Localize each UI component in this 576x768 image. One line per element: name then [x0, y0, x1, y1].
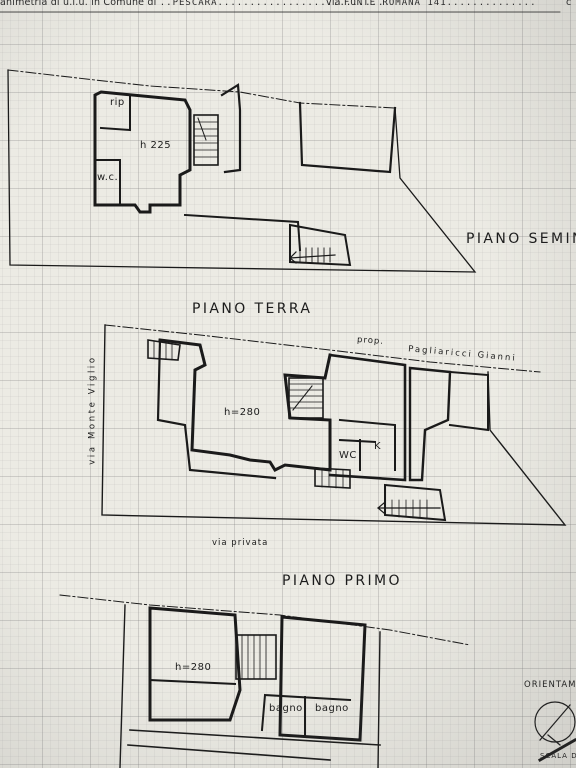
terra-kitchen-walls [338, 418, 396, 471]
semi-lot-outline [7, 69, 477, 273]
primo-lot-outline [119, 604, 381, 768]
semi-stair [193, 114, 219, 166]
label-via-monte-viglio: via Monte Viglio [87, 355, 98, 465]
semi-rip-wall [99, 126, 132, 132]
terra-lower-stair [314, 467, 351, 489]
label-orientamento: ORIENTAM [524, 680, 576, 690]
primo-stair-treads [241, 634, 267, 680]
primo-boundary-top [59, 594, 471, 646]
primo-bagno-walls [260, 693, 352, 736]
semi-corridor [220, 83, 242, 174]
label-via-privata: via privata [212, 538, 269, 548]
room-label-h280-primo: h=280 [175, 662, 212, 673]
header-right-letter: c [566, 0, 572, 8]
room-label-h280-terra: h=280 [224, 407, 261, 418]
semi-entrance [289, 223, 352, 267]
header-comune-dots-after: ........................... [217, 0, 391, 8]
label-scala: SCALA D [540, 752, 576, 760]
room-label-wc-terra: WC [339, 450, 357, 461]
terra-far-block-2 [448, 370, 489, 432]
header-via-value: FONTE ROMANA 141 [343, 0, 447, 8]
terra-lot-outline [101, 324, 567, 526]
terra-far-block [408, 366, 452, 482]
primo-stair [235, 634, 277, 680]
piano-seminterrato-plan [7, 69, 477, 273]
semi-stair-treads [193, 121, 219, 158]
primo-inner-wall [148, 678, 237, 686]
semi-entrance-arrow [289, 251, 336, 264]
terra-left-stair [147, 339, 181, 361]
header-via-label: via [326, 0, 341, 8]
floor-title-seminterrato: PIANO SEMIN [466, 231, 576, 247]
semi-boundary-top [7, 69, 396, 109]
terra-left-stair-treads [153, 340, 173, 361]
terra-entrance-stair [384, 483, 447, 522]
header-comune-value: PESCARA [172, 0, 218, 8]
label-prop: prop. [356, 335, 385, 347]
terra-central-stair [288, 377, 324, 419]
header-prefix: animetria di u.i.u. in Comune di [0, 0, 157, 8]
terra-central-stair-arrow [292, 385, 313, 411]
terra-entrance-arrow [377, 502, 441, 514]
floor-title-terra: PIANO TERRA [192, 301, 313, 317]
header-line: animetria di u.i.u. in Comune di ..PESCA… [0, 0, 391, 8]
piano-primo-plan [59, 594, 471, 768]
room-label-h225: h 225 [140, 140, 172, 151]
header-via: via FONTE ROMANA 141.............. [326, 0, 536, 8]
header-comune-dots-before: .. [159, 0, 173, 8]
room-label-wc-semi: w.c. [97, 172, 119, 183]
terra-boundary-top [104, 324, 541, 373]
terra-lower-stair-treads [321, 468, 344, 489]
semi-garage [298, 101, 397, 174]
header-via-dots: .............. [446, 0, 537, 8]
floor-title-primo: PIANO PRIMO [282, 573, 402, 589]
piano-terra-plan [101, 324, 567, 526]
semi-entrance-treads [299, 247, 331, 263]
primo-right-room [278, 615, 367, 742]
primo-outer-wall [127, 729, 381, 761]
terra-right-block [328, 353, 407, 482]
terra-left-wing [156, 338, 277, 480]
terra-central-stair-treads [288, 383, 324, 409]
semi-stair-arrow [197, 117, 207, 141]
room-label-bagno-1: bagno [269, 703, 303, 714]
primo-main-room [148, 606, 242, 722]
compass-rose-icon [534, 701, 576, 763]
semi-main-room [93, 90, 192, 214]
room-label-k: K [374, 441, 382, 452]
terra-main-room [158, 338, 332, 472]
semi-lower-wall [183, 213, 302, 252]
room-label-bagno-2: bagno [315, 703, 349, 714]
room-label-rip: rip [110, 97, 125, 108]
